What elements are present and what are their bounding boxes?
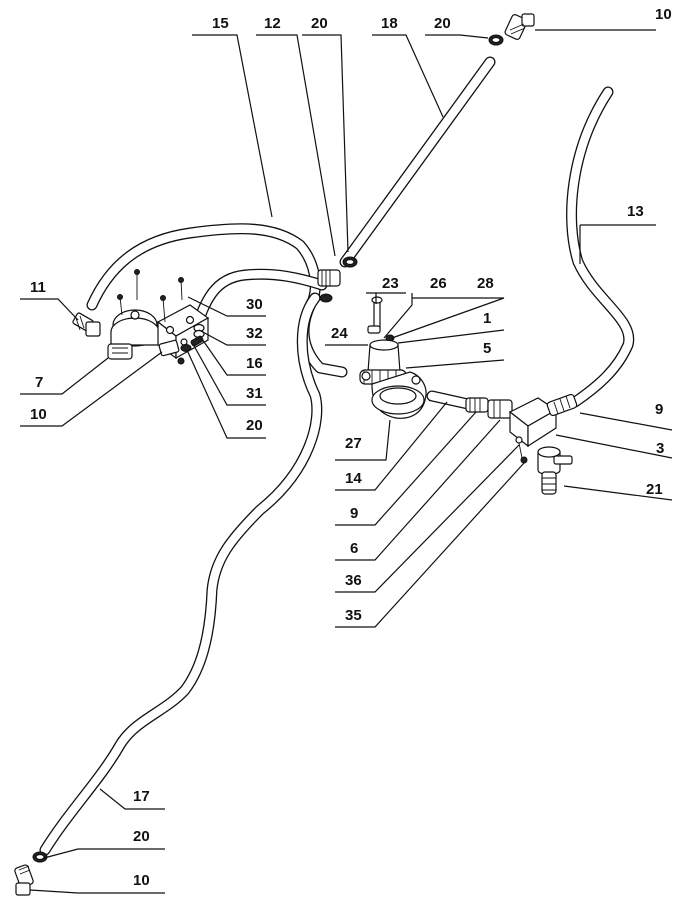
hose-17 — [39, 292, 323, 856]
callout-6: 6 — [350, 540, 358, 557]
leader-lines — [20, 29, 673, 894]
callout-21: 21 — [646, 481, 663, 498]
hose-valve-to-tee — [189, 268, 328, 338]
callout-16: 16 — [246, 355, 263, 372]
hose-barb-9-low — [465, 397, 489, 413]
connector-6 — [487, 399, 513, 419]
filter-assembly — [359, 296, 427, 419]
callout-3: 3 — [656, 440, 664, 457]
callout-9: 9 — [655, 401, 663, 418]
callout-35: 35 — [345, 607, 362, 624]
callout-11: 11 — [30, 279, 46, 296]
callout-18: 18 — [381, 15, 398, 32]
callout-24: 24 — [331, 325, 348, 342]
callout-27: 27 — [345, 435, 362, 452]
callout-14: 14 — [345, 470, 362, 487]
callout-20: 20 — [434, 15, 451, 32]
hose-18 — [339, 56, 496, 268]
elbow-fitting-10-left — [158, 339, 180, 357]
hose-14 — [426, 390, 474, 410]
callout-15: 15 — [212, 15, 229, 32]
callout-5: 5 — [483, 340, 491, 357]
callout-10: 10 — [133, 872, 150, 889]
callout-23: 23 — [382, 275, 399, 292]
callout-20: 20 — [311, 15, 328, 32]
hose-barb-9-right — [546, 393, 578, 417]
hose-clamp-20-top — [488, 34, 504, 46]
valve-21 — [537, 446, 573, 495]
callout-31: 31 — [246, 385, 263, 402]
callout-36: 36 — [345, 572, 362, 589]
hose-clamp-20-bottom — [32, 851, 48, 863]
callout-30: 30 — [246, 296, 263, 313]
callout-9: 9 — [350, 505, 358, 522]
callout-26: 26 — [430, 275, 447, 292]
callout-labels: 15 12 20 18 20 10 13 11 7 10 30 32 16 31… — [30, 6, 672, 889]
elbow-fitting-10-bottom — [14, 864, 34, 896]
pressure-valve-7 — [107, 309, 160, 360]
tee-fitting-3 — [508, 397, 558, 448]
callout-20: 20 — [246, 417, 263, 434]
parts — [14, 13, 578, 896]
callout-32: 32 — [246, 325, 263, 342]
manifold-block — [117, 269, 210, 365]
callout-7: 7 — [35, 374, 43, 391]
callout-20: 20 — [133, 828, 150, 845]
callout-1: 1 — [483, 310, 491, 327]
hose-13 — [566, 86, 635, 408]
clamp-20-and-fitting-12 — [317, 256, 358, 303]
callout-17: 17 — [133, 788, 150, 805]
callout-28: 28 — [477, 275, 494, 292]
hoses — [39, 56, 635, 856]
callout-12: 12 — [264, 15, 281, 32]
callout-10: 10 — [655, 6, 672, 23]
elbow-fitting-11 — [72, 312, 101, 337]
callout-10: 10 — [30, 406, 47, 423]
elbow-fitting-10-top — [504, 13, 535, 40]
callout-13: 13 — [627, 203, 644, 220]
screws-36-35 — [515, 436, 528, 464]
